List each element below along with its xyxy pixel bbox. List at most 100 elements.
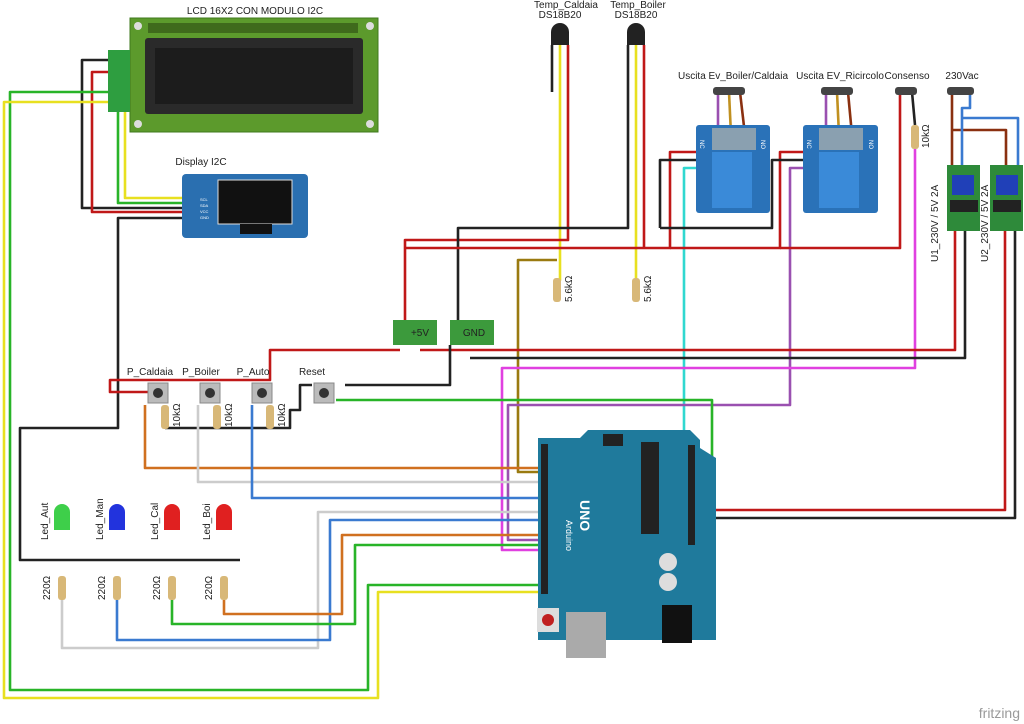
wire-sensor1-data <box>557 45 562 282</box>
relay-screw-terminal <box>712 128 756 150</box>
reset-button-cap[interactable] <box>542 614 554 626</box>
power-module-board <box>947 165 980 231</box>
oled-ribbon <box>240 224 272 234</box>
potentiometer <box>996 175 1018 195</box>
power-module-board <box>990 165 1023 231</box>
wire-pboiler <box>196 405 540 484</box>
led-body <box>109 504 125 530</box>
relay-terminal-header <box>821 87 853 95</box>
resistor-10k <box>266 405 274 429</box>
relay-label: Uscita EV_Ricircolo <box>796 71 884 82</box>
lcd-pin-header <box>148 23 358 33</box>
led-body <box>164 504 180 530</box>
pushbutton-cap[interactable] <box>257 388 267 398</box>
sensor-name: Temp_Boiler <box>610 0 666 11</box>
button-p-boiler[interactable]: P_Boiler 10kΩ <box>182 367 235 429</box>
oled-pin-gnd: GND <box>200 215 209 220</box>
relay-body <box>819 152 859 208</box>
relay-ricircolo: Uscita EV_Ricircolo NC NO <box>796 71 884 213</box>
button-reset[interactable]: Reset <box>299 367 335 404</box>
arduino-model: UNO <box>577 500 593 531</box>
resistor-label: 220Ω <box>97 575 108 600</box>
relay-no: NO <box>867 140 873 149</box>
wire-mains-n2 <box>962 116 1020 172</box>
wire-led-boi <box>222 533 540 616</box>
relay-boiler-caldaia: Uscita Ev_Boiler/Caldaia NC NO <box>678 71 788 213</box>
wire-led-aut <box>60 510 540 650</box>
wire-u2-plus <box>695 230 1007 512</box>
lcd-hole <box>134 120 142 128</box>
resistor-220 <box>58 576 66 600</box>
wire-mains-n <box>960 92 972 172</box>
wire-consenso-sig <box>500 148 917 552</box>
oled-label: Display I2C <box>175 157 226 168</box>
lcd-module: LCD 16X2 CON MODULO I2C <box>108 6 379 133</box>
resistor-label: 220Ω <box>42 575 53 600</box>
wire-rail-gnd-buttons <box>345 345 452 387</box>
rail-plus-label: +5V <box>411 328 429 339</box>
mains-header <box>947 87 974 95</box>
oled-screen <box>217 179 293 225</box>
lcd-label: LCD 16X2 CON MODULO I2C <box>187 6 323 17</box>
wire-consenso-top <box>910 91 917 126</box>
wire-resistors-gnd <box>165 383 312 430</box>
wire-oled-sda <box>116 92 182 205</box>
mains-label: 230Vac <box>945 71 978 82</box>
oled-pin-sda: SDA <box>200 203 209 208</box>
rail-gnd <box>450 320 494 345</box>
resistor-10k <box>213 405 221 429</box>
power-module-u2: U2_230V / 5V 2A <box>980 165 1023 262</box>
atmega-chip <box>641 442 659 534</box>
wire-rail-plus-buttons <box>108 348 400 394</box>
resistor-label: 10kΩ <box>277 403 288 427</box>
wire-lcd-vcc <box>90 70 182 214</box>
oled-pin-scl: SCL <box>200 197 209 202</box>
sensor-model: DS18B20 <box>615 10 658 21</box>
led-label: Led_Cal <box>150 503 161 540</box>
wire-oled-gnd <box>18 216 240 562</box>
wire-consenso-vcc <box>780 92 902 250</box>
oled-pin-vcc: VCC <box>200 209 209 214</box>
pushbutton-cap[interactable] <box>319 388 329 398</box>
button-p-auto[interactable]: P_Auto 10kΩ <box>237 367 288 429</box>
resistor-label: 220Ω <box>204 575 215 600</box>
button-p-caldaia[interactable]: P_Caldaia 10kΩ <box>127 367 183 429</box>
button-label: P_Boiler <box>182 367 220 378</box>
wire-lcd-sda <box>8 90 545 692</box>
resistor-label: 5.6kΩ <box>643 275 654 302</box>
relay-body <box>712 152 752 208</box>
relay-screw-terminal <box>819 128 863 150</box>
power-jack <box>662 605 692 643</box>
analog-power-header <box>688 445 695 545</box>
wire-relay1-vcc <box>405 150 700 250</box>
resistor-5k6 <box>553 278 561 302</box>
usb-connector <box>566 612 606 658</box>
relay-nc: NC <box>805 140 811 149</box>
relay-no: NO <box>759 140 765 149</box>
buttons: P_Caldaia 10kΩ P_Boiler 10kΩ P_Auto 10kΩ… <box>127 367 335 429</box>
button-label: P_Auto <box>237 367 270 378</box>
relay-terminal-header <box>713 87 745 95</box>
wire-sensor-data-arduino <box>516 258 557 474</box>
wire-led-cal <box>170 543 540 626</box>
lcd-hole <box>366 22 374 30</box>
wire-pauto <box>250 405 540 500</box>
power-module-chip <box>950 200 978 212</box>
wire-mains-l2 <box>952 128 1008 172</box>
resistor-220 <box>220 576 228 600</box>
lcd-i2c-connector <box>108 50 130 112</box>
resistor-label: 10kΩ <box>224 403 235 427</box>
resistor-label: 10kΩ <box>921 124 932 148</box>
ds18b20-body <box>551 23 569 45</box>
wire-relay2-in <box>506 166 807 542</box>
resistor-10k <box>911 125 919 149</box>
arduino-brand: Arduino <box>564 520 574 551</box>
wire-u2-gnd <box>695 230 1017 520</box>
pushbutton-cap[interactable] <box>205 388 215 398</box>
ds18b20-body <box>627 23 645 45</box>
mains-input: 230Vac <box>945 71 979 95</box>
led-boi: Led_Boi 220Ω <box>202 503 232 600</box>
resistor-5k6 <box>632 278 640 302</box>
pushbutton-cap[interactable] <box>153 388 163 398</box>
wire-relay2-vcc <box>670 150 807 250</box>
